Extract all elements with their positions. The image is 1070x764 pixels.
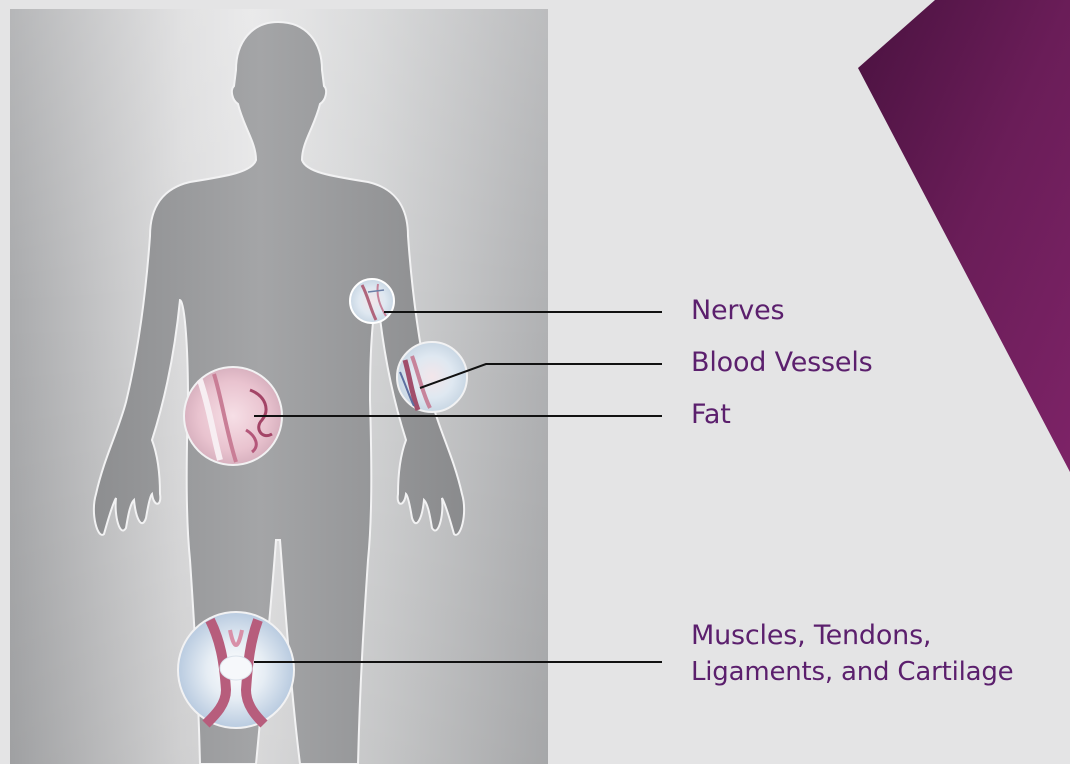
label-fat: Fat: [691, 398, 731, 432]
nerves-magnifier-icon: [350, 279, 394, 323]
label-muscles-line2: Ligaments, and Cartilage: [691, 655, 1013, 689]
blood-vessels-magnifier-icon: [397, 342, 467, 412]
label-muscles-line1: Muscles, Tendons,: [691, 619, 931, 653]
label-blood-vessels: Blood Vessels: [691, 346, 872, 380]
label-nerves: Nerves: [691, 294, 784, 328]
knee-magnifier-icon: [178, 612, 294, 728]
